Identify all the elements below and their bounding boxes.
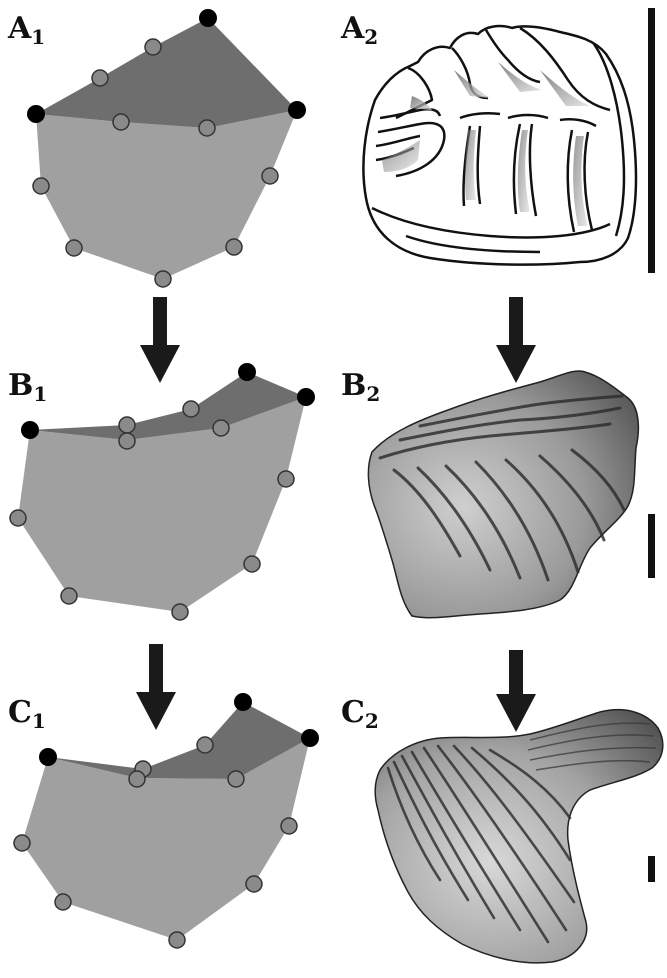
arrow-down-icon bbox=[136, 644, 176, 730]
fixed-landmark bbox=[39, 748, 57, 766]
arrow-down-icon bbox=[140, 297, 180, 383]
landmark-configuration-b1 bbox=[10, 363, 315, 620]
semilandmark bbox=[246, 876, 262, 892]
fixed-landmark bbox=[288, 101, 306, 119]
panel-label-c2: C2 bbox=[341, 695, 379, 733]
fixed-landmark bbox=[297, 388, 315, 406]
semilandmark bbox=[113, 114, 129, 130]
dark-region-a1 bbox=[36, 18, 297, 128]
scale-bar-c2 bbox=[648, 856, 655, 882]
panel-label-b2: B2 bbox=[341, 368, 380, 406]
landmark-configuration-a1 bbox=[27, 9, 306, 287]
semilandmark bbox=[281, 818, 297, 834]
semilandmark bbox=[145, 39, 161, 55]
fixed-landmark bbox=[301, 729, 319, 747]
semilandmark bbox=[14, 835, 30, 851]
semilandmark bbox=[262, 168, 278, 184]
scale-bar-a2 bbox=[648, 8, 655, 273]
fixed-landmark bbox=[234, 693, 252, 711]
panel-label-a2: A2 bbox=[340, 11, 378, 49]
semilandmark bbox=[55, 894, 71, 910]
semilandmark bbox=[10, 510, 26, 526]
semilandmark bbox=[228, 771, 244, 787]
semilandmark bbox=[183, 401, 199, 417]
semilandmark bbox=[119, 433, 135, 449]
semilandmark bbox=[244, 556, 260, 572]
fixed-landmark bbox=[27, 105, 45, 123]
photograph-c2 bbox=[375, 710, 663, 963]
fixed-landmark bbox=[199, 9, 217, 27]
semilandmark bbox=[66, 240, 82, 256]
arrows-row-1 bbox=[140, 297, 536, 383]
semilandmark bbox=[33, 178, 49, 194]
semilandmark bbox=[213, 420, 229, 436]
semilandmark bbox=[61, 588, 77, 604]
semilandmark bbox=[172, 604, 188, 620]
arrow-down-icon bbox=[496, 650, 536, 732]
semilandmark bbox=[169, 932, 185, 948]
semilandmark bbox=[129, 771, 145, 787]
fixed-landmark bbox=[238, 363, 256, 381]
semilandmark bbox=[226, 239, 242, 255]
semilandmark bbox=[197, 737, 213, 753]
arrow-down-icon bbox=[496, 297, 536, 383]
line-drawing-a2 bbox=[363, 26, 636, 265]
landmark-configuration-c1 bbox=[14, 693, 319, 948]
semilandmark bbox=[199, 120, 215, 136]
semilandmark bbox=[278, 471, 294, 487]
panel-label-b1: B1 bbox=[8, 368, 47, 406]
semilandmark bbox=[155, 271, 171, 287]
semilandmark bbox=[119, 417, 135, 433]
photograph-b2 bbox=[368, 371, 638, 618]
panel-label-a1: A1 bbox=[7, 11, 45, 49]
scale-bar-b2 bbox=[648, 514, 655, 578]
arrows-row-2 bbox=[136, 644, 536, 732]
semilandmark bbox=[92, 70, 108, 86]
panel-label-c1: C1 bbox=[8, 695, 46, 733]
fixed-landmark bbox=[21, 421, 39, 439]
